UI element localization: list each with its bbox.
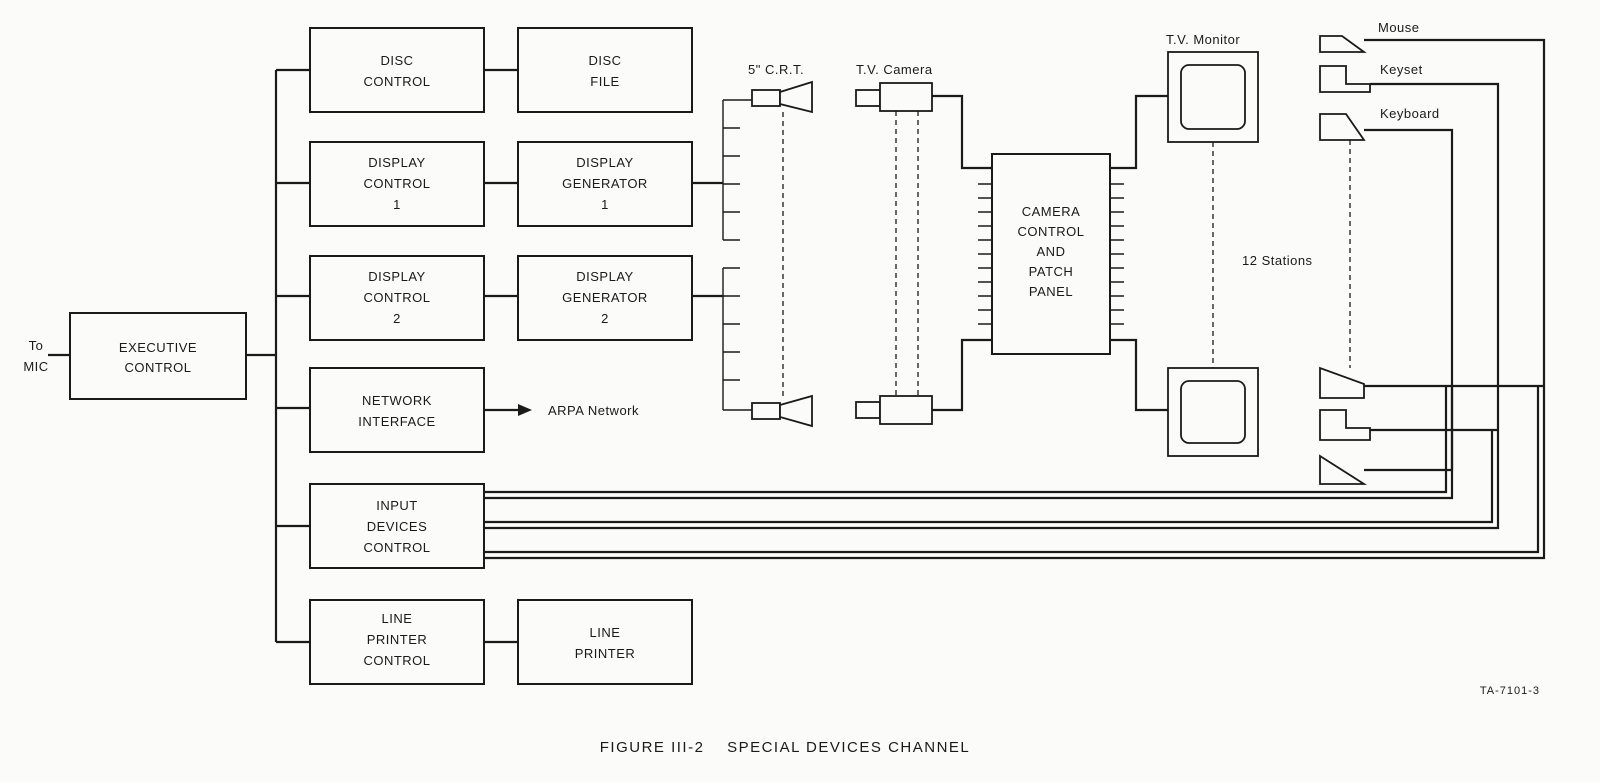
input-devices-control-box: INPUT DEVICES CONTROL xyxy=(309,483,485,569)
display-control-2-box: DISPLAY CONTROL 2 xyxy=(309,255,485,341)
crt-label: 5" C.R.T. xyxy=(748,62,804,77)
keyboard-trunk xyxy=(1364,128,1454,470)
arpa-network-label: ARPA Network xyxy=(548,403,639,418)
to-mic-label: To MIC xyxy=(23,338,48,374)
svg-text:2: 2 xyxy=(393,311,401,326)
svg-text:CONTROL: CONTROL xyxy=(363,74,430,89)
mouse-return-cable xyxy=(484,386,1546,560)
keyboard-return-cable xyxy=(484,386,1454,500)
svg-text:1: 1 xyxy=(601,197,609,212)
svg-text:CONTROL: CONTROL xyxy=(363,653,430,668)
mouse-label: Mouse xyxy=(1378,20,1420,35)
display-control-1-box: DISPLAY CONTROL 1 xyxy=(309,141,485,227)
svg-text:INPUT: INPUT xyxy=(376,498,418,513)
line-printer-control-box: LINE PRINTER CONTROL xyxy=(309,599,485,685)
monitor-bottom-wire xyxy=(1110,338,1168,412)
svg-text:DISC: DISC xyxy=(588,53,621,68)
display-generator-1-box: DISPLAY GENERATOR 1 xyxy=(517,141,693,227)
patch-panel-right-terminals xyxy=(1110,183,1124,325)
keyboard-label: Keyboard xyxy=(1380,106,1440,121)
svg-text:LINE: LINE xyxy=(590,625,621,640)
crt-bottom-icon xyxy=(751,394,813,428)
svg-text:CONTROL: CONTROL xyxy=(124,360,191,375)
camera-top-wire xyxy=(932,94,992,170)
keyboard-top-icon xyxy=(1319,113,1366,141)
tv-camera-bottom-icon xyxy=(855,395,933,425)
disc-file-box: DISC FILE xyxy=(517,27,693,113)
svg-text:LINE: LINE xyxy=(382,611,413,626)
svg-text:CONTROL: CONTROL xyxy=(1017,224,1084,239)
bus-branches xyxy=(276,68,310,644)
svg-text:MIC: MIC xyxy=(23,359,48,374)
svg-text:PRINTER: PRINTER xyxy=(575,646,636,661)
svg-text:DISPLAY: DISPLAY xyxy=(576,269,633,284)
svg-text:FILE: FILE xyxy=(590,74,619,89)
mouse-trunk xyxy=(1364,38,1546,386)
figure-caption: FIGURE III-2 SPECIAL DEVICES CHANNEL xyxy=(600,739,971,756)
crt-bank-2 xyxy=(722,267,752,411)
svg-text:CONTROL: CONTROL xyxy=(363,540,430,555)
display-generator-2-box: DISPLAY GENERATOR 2 xyxy=(517,255,693,341)
camera-bottom-wire xyxy=(932,338,992,412)
keyset-return-cable xyxy=(484,430,1500,530)
tv-camera-label: T.V. Camera xyxy=(856,62,933,77)
svg-text:To: To xyxy=(29,338,44,353)
keyset-trunk xyxy=(1370,82,1500,430)
svg-text:DISC: DISC xyxy=(380,53,413,68)
svg-text:DEVICES: DEVICES xyxy=(367,519,428,534)
mouse-bottom-icon xyxy=(1319,366,1365,399)
svg-text:PRINTER: PRINTER xyxy=(367,632,428,647)
keyset-top-icon xyxy=(1319,65,1371,93)
line-printer-box: LINE PRINTER xyxy=(517,599,693,685)
camera-control-patch-panel-box: CAMERA CONTROL AND PATCH PANEL xyxy=(991,153,1111,355)
mouse-top-icon xyxy=(1319,35,1367,53)
figure-reference-code: TA-7101-3 xyxy=(1480,685,1540,697)
svg-text:DISPLAY: DISPLAY xyxy=(368,155,425,170)
svg-text:AND: AND xyxy=(1037,244,1066,259)
svg-text:CONTROL: CONTROL xyxy=(363,176,430,191)
svg-text:GENERATOR: GENERATOR xyxy=(562,290,648,305)
executive-control-box: EXECUTIVE CONTROL xyxy=(69,312,247,400)
tv-camera-top-icon xyxy=(855,82,933,112)
svg-text:CONTROL: CONTROL xyxy=(363,290,430,305)
keyboard-bottom-icon xyxy=(1319,454,1368,485)
svg-text:DISPLAY: DISPLAY xyxy=(576,155,633,170)
network-interface-box: NETWORK INTERFACE xyxy=(309,367,485,453)
svg-text:2: 2 xyxy=(601,311,609,326)
camera-station-dashes xyxy=(895,111,919,396)
keyset-bottom-icon xyxy=(1319,409,1371,441)
svg-text:1: 1 xyxy=(393,197,401,212)
crt-top-icon xyxy=(751,80,813,114)
arpa-arrow-icon xyxy=(518,404,532,416)
svg-text:EXECUTIVE: EXECUTIVE xyxy=(119,340,197,355)
svg-text:PANEL: PANEL xyxy=(1029,284,1073,299)
svg-text:NETWORK: NETWORK xyxy=(362,393,432,408)
svg-text:GENERATOR: GENERATOR xyxy=(562,176,648,191)
tv-monitor-top-icon xyxy=(1167,51,1259,143)
keyset-label: Keyset xyxy=(1380,62,1423,77)
stations-label: 12 Stations xyxy=(1242,253,1313,268)
svg-text:INTERFACE: INTERFACE xyxy=(358,414,435,429)
patch-panel-left-terminals xyxy=(978,183,992,325)
tv-monitor-bottom-icon xyxy=(1167,367,1259,457)
svg-text:PATCH: PATCH xyxy=(1029,264,1074,279)
svg-text:CAMERA: CAMERA xyxy=(1022,204,1081,219)
disc-control-box: DISC CONTROL xyxy=(309,27,485,113)
tv-monitor-label: T.V. Monitor xyxy=(1166,32,1240,47)
svg-text:DISPLAY: DISPLAY xyxy=(368,269,425,284)
monitor-top-wire xyxy=(1110,94,1168,170)
crt-bank-1 xyxy=(722,99,752,241)
